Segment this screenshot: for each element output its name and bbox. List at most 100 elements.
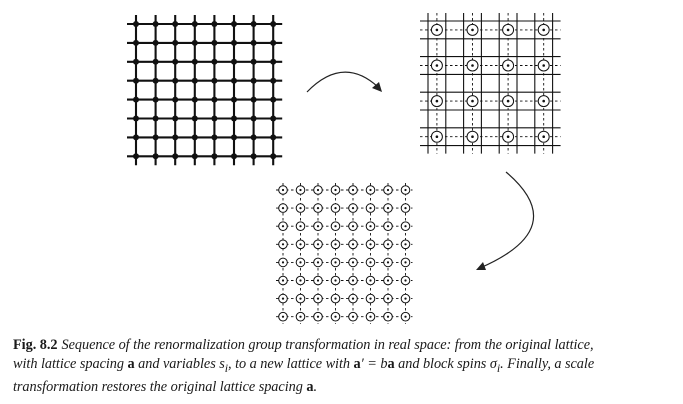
spin-site bbox=[172, 134, 179, 141]
spin-site bbox=[191, 115, 198, 122]
spin-site bbox=[270, 115, 277, 122]
caption-text: , to a new lattice with bbox=[228, 356, 354, 372]
rescaled-spin-center-dot bbox=[404, 188, 407, 192]
spin-site bbox=[211, 115, 218, 122]
block-spin-lattice-panel bbox=[420, 13, 561, 154]
rescaled-spin-center-dot bbox=[299, 279, 302, 282]
spin-site bbox=[211, 58, 218, 65]
block-spin-center-dot bbox=[435, 64, 439, 67]
caption-symbol: σ bbox=[489, 356, 497, 372]
rescaled-spin-center-dot bbox=[369, 297, 372, 300]
block-spin-center-dot bbox=[506, 135, 510, 138]
caption-subscript: i bbox=[496, 360, 501, 375]
rescaled-spin-center-dot bbox=[351, 261, 355, 264]
block-spin-center-dot bbox=[435, 28, 439, 32]
rescaled-spin-center-dot bbox=[404, 243, 407, 246]
rescaled-lattice-panel bbox=[276, 183, 413, 324]
block-spin-center-dot bbox=[542, 28, 545, 32]
caption-line-3: transformation restores the original lat… bbox=[13, 378, 677, 397]
spin-site bbox=[191, 134, 198, 141]
spin-site bbox=[172, 58, 179, 65]
spin-site bbox=[152, 21, 159, 27]
spin-site bbox=[152, 58, 159, 65]
spin-site bbox=[211, 134, 218, 141]
rescaled-spin-center-dot bbox=[334, 243, 337, 246]
caption-text: and variables bbox=[134, 356, 220, 372]
spin-site bbox=[191, 77, 198, 84]
spin-site bbox=[191, 96, 198, 103]
spin-site bbox=[191, 21, 198, 27]
rescaled-spin-center-dot bbox=[369, 243, 372, 246]
spin-site bbox=[231, 58, 237, 65]
spin-site bbox=[231, 21, 237, 27]
rescaled-spin-center-dot bbox=[299, 207, 302, 210]
caption-symbol: a bbox=[127, 356, 135, 372]
caption-text: . bbox=[313, 378, 317, 395]
caption-symbol: s bbox=[219, 356, 225, 372]
spin-site bbox=[172, 21, 179, 27]
spin-site bbox=[191, 153, 198, 160]
spin-site bbox=[211, 21, 218, 27]
rescaled-spin-center-dot bbox=[404, 261, 407, 264]
block-spin-center-dot bbox=[471, 28, 474, 32]
rescaled-spin-center-dot bbox=[351, 243, 355, 246]
rescaled-spin-center-dot bbox=[334, 279, 337, 282]
spin-site bbox=[270, 58, 277, 65]
rescaled-spin-center-dot bbox=[334, 188, 337, 192]
rescaled-spin-center-dot bbox=[299, 261, 302, 264]
spin-site bbox=[211, 39, 218, 46]
rescaled-spin-center-dot bbox=[316, 225, 320, 228]
rescaled-spin-center-dot bbox=[351, 207, 355, 210]
rescaled-spin-center-dot bbox=[404, 315, 407, 318]
spin-site bbox=[172, 96, 179, 103]
spin-site bbox=[133, 77, 139, 84]
rescaled-spin-center-dot bbox=[334, 261, 337, 264]
rescaled-spin-center-dot bbox=[334, 315, 337, 318]
spin-site bbox=[231, 39, 237, 46]
spin-site bbox=[133, 39, 139, 46]
spin-site bbox=[211, 153, 218, 160]
caption-symbol: a bbox=[387, 356, 395, 372]
rescaled-spin-center-dot bbox=[334, 225, 337, 228]
rescaled-spin-center-dot bbox=[281, 297, 285, 300]
rescaled-spin-center-dot bbox=[386, 225, 390, 228]
block-spin-center-dot bbox=[471, 135, 474, 138]
rescaled-spin-center-dot bbox=[404, 207, 407, 210]
rescaled-spin-center-dot bbox=[299, 315, 302, 318]
rescaled-spin-center-dot bbox=[316, 261, 320, 264]
rescaled-spin-center-dot bbox=[386, 261, 390, 264]
rescaled-spin-center-dot bbox=[404, 279, 407, 282]
rescaled-spin-center-dot bbox=[369, 315, 372, 318]
spin-site bbox=[250, 21, 257, 27]
caption-subscript: i bbox=[224, 360, 229, 375]
block-spin-center-dot bbox=[506, 99, 510, 103]
block-spin-center-dot bbox=[435, 135, 439, 138]
spin-site bbox=[152, 134, 159, 141]
rescaled-spin-center-dot bbox=[281, 243, 285, 246]
rescaled-spin-center-dot bbox=[386, 207, 390, 210]
rescaled-spin-center-dot bbox=[369, 225, 372, 228]
block-spin-center-dot bbox=[542, 99, 545, 103]
caption-symbol: a bbox=[306, 378, 314, 395]
spin-site bbox=[152, 39, 159, 46]
rescaled-spin-center-dot bbox=[404, 225, 407, 228]
spin-site bbox=[211, 77, 218, 84]
spin-site bbox=[250, 39, 257, 46]
spin-site bbox=[191, 58, 198, 65]
rescaled-spin-center-dot bbox=[299, 188, 302, 192]
spin-site bbox=[133, 134, 139, 141]
spin-site bbox=[250, 96, 257, 103]
rescaled-spin-center-dot bbox=[334, 207, 337, 210]
rescaled-spin-center-dot bbox=[299, 243, 302, 246]
spin-site bbox=[270, 21, 277, 27]
caption-text: and block spins bbox=[394, 356, 490, 372]
rescaled-spin-center-dot bbox=[281, 279, 285, 282]
spin-site bbox=[231, 134, 237, 141]
spin-site bbox=[152, 153, 159, 160]
spin-site bbox=[172, 153, 179, 160]
spin-site bbox=[250, 153, 257, 160]
spin-site bbox=[270, 96, 277, 103]
rescaled-spin-center-dot bbox=[404, 297, 407, 300]
